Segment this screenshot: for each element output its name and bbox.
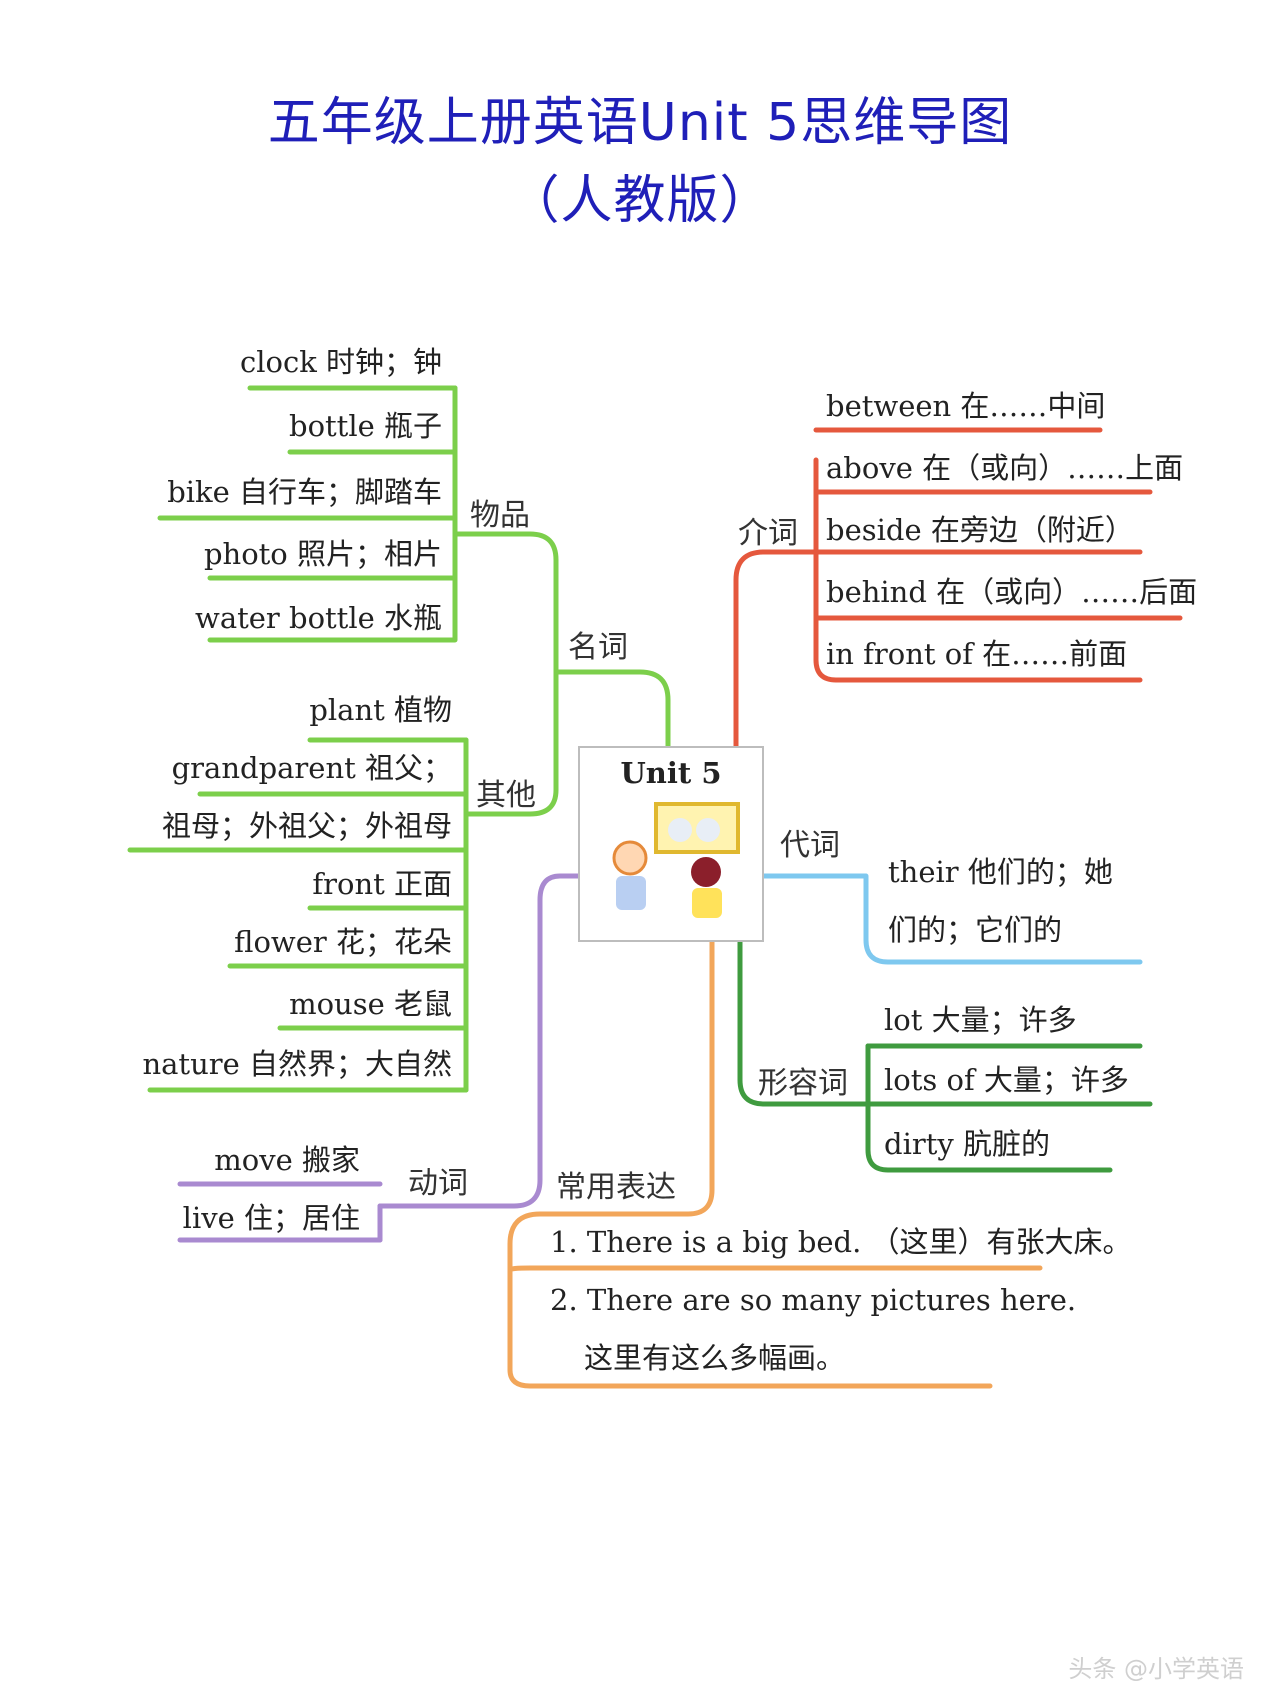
watermark-footer: 头条 @小学英语 — [1068, 1655, 1244, 1683]
word-item: 们的；它们的 — [888, 913, 1063, 947]
category-noun: 名词 — [568, 630, 628, 665]
word-item: between 在……中间 — [826, 389, 1106, 423]
branch-things-leaf-5 — [207, 531, 458, 643]
expression-item: 2. There are so many pictures here. — [550, 1283, 1077, 1317]
category-things: 物品 — [470, 498, 530, 533]
word-item: front 正面 — [312, 867, 452, 901]
word-item: move 搬家 — [214, 1143, 360, 1177]
category-pronoun: 代词 — [780, 828, 840, 863]
branch-noun — [452, 531, 671, 749]
word-item: nature 自然界；大自然 — [142, 1047, 452, 1081]
word-item: clock 时钟；钟 — [239, 345, 442, 379]
word-item: lot 大量；许多 — [884, 1003, 1077, 1037]
branch-prep-leaf-5 — [813, 549, 1143, 683]
branch-expression — [507, 939, 715, 1273]
branch-adjective — [737, 939, 871, 1107]
category-adjective: 形容词 — [758, 1066, 848, 1101]
center-node: Unit 5 — [578, 746, 764, 942]
word-item: 祖母；外祖父；外祖母 — [161, 809, 452, 843]
word-item: water bottle 水瓶 — [195, 601, 442, 635]
word-item: bike 自行车；脚踏车 — [167, 475, 442, 509]
branch-expr-leaf-1 — [507, 1265, 1043, 1273]
word-item: in front of 在……前面 — [826, 637, 1128, 671]
expression-item: 这里有这么多幅画。 — [584, 1341, 846, 1375]
branch-noun-others — [463, 637, 559, 817]
word-item: grandparent 祖父； — [171, 751, 452, 785]
word-item: beside 在旁边（附近） — [826, 513, 1134, 547]
category-preposition: 介词 — [738, 516, 798, 551]
category-verb: 动词 — [408, 1166, 468, 1201]
word-item: behind 在（或向）……后面 — [826, 575, 1198, 609]
branch-pronoun — [761, 873, 1143, 965]
word-item: above 在（或向）……上面 — [826, 451, 1184, 485]
word-item: their 他们的；她 — [888, 855, 1113, 889]
children-illustration — [612, 802, 740, 918]
page-title: 五年级上册英语Unit 5思维导图 — [267, 93, 1013, 153]
center-title: Unit 5 — [620, 756, 722, 790]
word-item: dirty 肮脏的 — [884, 1127, 1050, 1161]
branch-adj-leaf-3 — [865, 1101, 1113, 1173]
word-item: flower 花；花朵 — [234, 925, 452, 959]
word-item: live 住；居住 — [182, 1201, 360, 1235]
word-item: lots of 大量；许多 — [884, 1063, 1129, 1097]
page-subtitle: （人教版） — [507, 171, 773, 231]
word-item: bottle 瓶子 — [289, 409, 442, 443]
word-item: plant 植物 — [309, 693, 452, 727]
expression-item: 1. There is a big bed. （这里）有张大床。 — [550, 1225, 1132, 1259]
branch-preposition — [733, 549, 819, 749]
word-item: photo 照片；相片 — [203, 537, 442, 571]
category-expression: 常用表达 — [556, 1170, 676, 1205]
branch-expr-trunk — [507, 1267, 993, 1389]
word-item: mouse 老鼠 — [289, 987, 452, 1021]
category-others: 其他 — [476, 778, 536, 813]
branch-verb — [377, 873, 581, 1209]
